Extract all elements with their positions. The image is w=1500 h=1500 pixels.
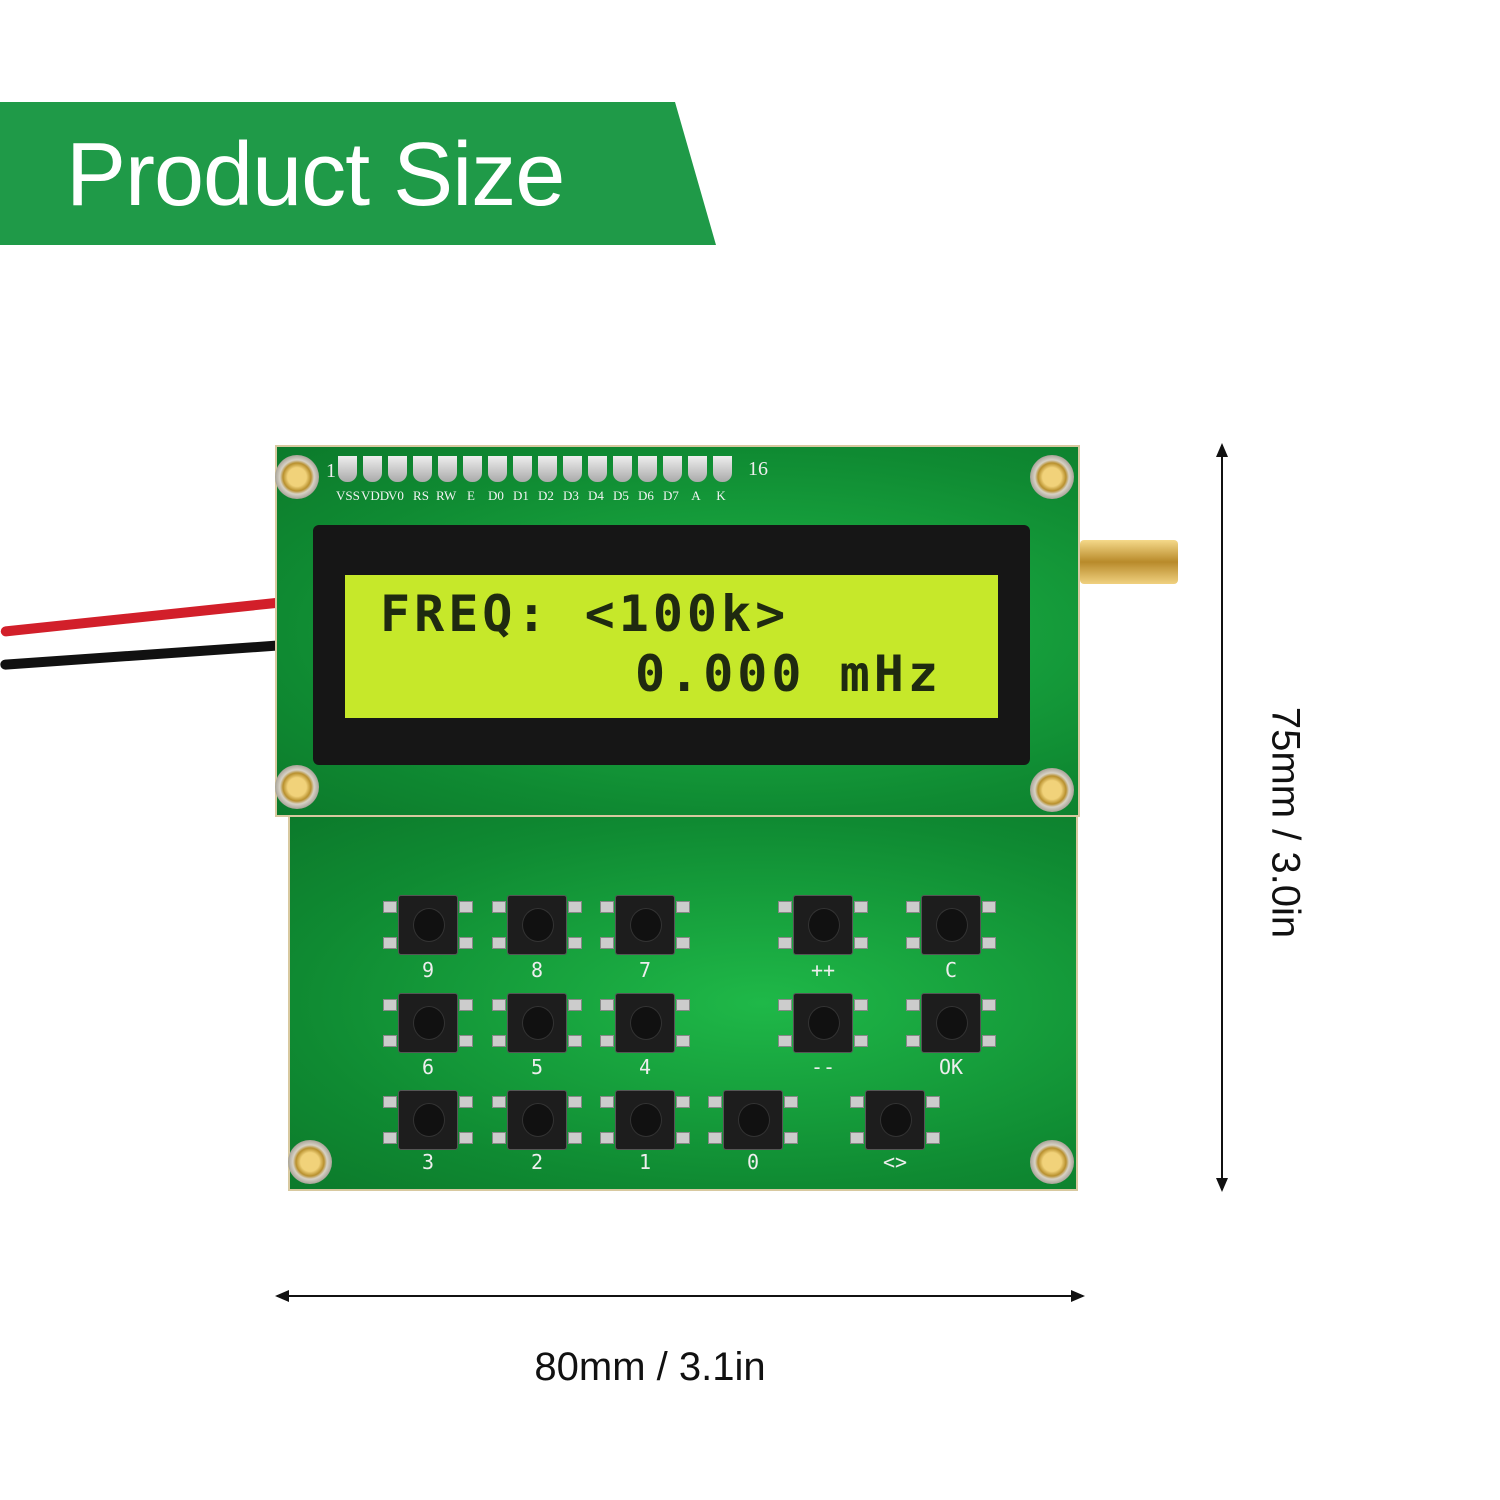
keypad-button[interactable]: [492, 895, 582, 957]
header-pin: [488, 456, 507, 482]
header-pin: [363, 456, 382, 482]
keypad-button[interactable]: [600, 895, 690, 957]
arrow-head-icon: [275, 1290, 289, 1302]
keypad-button[interactable]: [383, 1090, 473, 1152]
keypad-label: --: [810, 1055, 836, 1079]
pin-label: D5: [613, 488, 629, 503]
pin-label: RW: [436, 488, 457, 503]
pin-label: D4: [588, 488, 604, 503]
header-pin: [513, 456, 532, 482]
header-pin: [688, 456, 707, 482]
pin-label: A: [691, 488, 701, 503]
pin-end-label: 16: [748, 458, 768, 480]
keypad-button[interactable]: [778, 993, 868, 1055]
keypad-label: 6: [421, 1055, 435, 1079]
pin-label: K: [716, 488, 726, 503]
header-pin: [438, 456, 457, 482]
title-banner: Product Size: [0, 102, 716, 245]
keypad-label: 4: [638, 1055, 652, 1079]
screw-icon: [275, 765, 319, 809]
lcd-line-1: FREQ: <100k>: [380, 585, 790, 643]
height-label: 75mm / 3.0in: [1263, 706, 1308, 939]
black-wire: [0, 640, 286, 670]
arrow-head-icon: [1216, 443, 1228, 457]
header-pin: [388, 456, 407, 482]
screw-icon: [288, 1140, 332, 1184]
pin-label: D0: [488, 488, 504, 503]
pin-label: V0: [388, 488, 404, 503]
keypad-button[interactable]: [383, 993, 473, 1055]
screw-icon: [1030, 768, 1074, 812]
header-pin: [463, 456, 482, 482]
keypad-button[interactable]: [492, 1090, 582, 1152]
width-label: 80mm / 3.1in: [534, 1345, 766, 1389]
sma-connector: [1080, 540, 1178, 584]
keypad-button[interactable]: [600, 1090, 690, 1152]
screw-icon: [1030, 1140, 1074, 1184]
keypad-button[interactable]: [906, 895, 996, 957]
pin-start-label: 1: [326, 460, 336, 482]
red-wire: [0, 597, 285, 637]
lcd-line-2: 0.000 mHz: [635, 645, 942, 703]
keypad-button[interactable]: [906, 993, 996, 1055]
pin-label: RS: [413, 488, 429, 503]
keypad-button[interactable]: [492, 993, 582, 1055]
header-pin: [413, 456, 432, 482]
keypad-label: 1: [638, 1150, 652, 1174]
pin-label: D1: [513, 488, 529, 503]
header-pin: [638, 456, 657, 482]
keypad-label: 8: [530, 958, 544, 982]
keypad-label: 5: [530, 1055, 544, 1079]
pin-label: E: [467, 488, 475, 503]
height-arrow: [1221, 445, 1223, 1190]
pin-label: D6: [638, 488, 654, 503]
header-pin: [338, 456, 357, 482]
keypad-button[interactable]: [850, 1090, 940, 1152]
keypad-label: 3: [421, 1150, 435, 1174]
keypad-button[interactable]: [708, 1090, 798, 1152]
keypad-label: 0: [746, 1150, 760, 1174]
lcd-screen: FREQ: <100k> 0.000 mHz: [345, 575, 998, 718]
pin-label: VSS: [336, 488, 360, 503]
keypad-label: 9: [421, 958, 435, 982]
pin-label: VDD: [361, 488, 390, 503]
pin-label: D2: [538, 488, 554, 503]
keypad-label: C: [944, 958, 958, 982]
screw-icon: [1030, 455, 1074, 499]
header-pin: [588, 456, 607, 482]
keypad-label: 2: [530, 1150, 544, 1174]
keypad-label: <>: [882, 1150, 908, 1174]
keypad-label: ++: [810, 958, 836, 982]
keypad-button[interactable]: [600, 993, 690, 1055]
keypad-label: OK: [938, 1055, 964, 1079]
pin-label: D7: [663, 488, 679, 503]
header-pin: [663, 456, 682, 482]
pin-label: D3: [563, 488, 579, 503]
header-pins: [338, 456, 732, 482]
keypad-label: 7: [638, 958, 652, 982]
keypad-button[interactable]: [778, 895, 868, 957]
screw-icon: [275, 455, 319, 499]
width-arrow: [277, 1295, 1083, 1297]
arrow-head-icon: [1216, 1178, 1228, 1192]
header-pin: [613, 456, 632, 482]
keypad-button[interactable]: [383, 895, 473, 957]
header-pin: [713, 456, 732, 482]
header-pin: [563, 456, 582, 482]
arrow-head-icon: [1071, 1290, 1085, 1302]
banner-title: Product Size: [66, 125, 565, 225]
header-pin: [538, 456, 557, 482]
